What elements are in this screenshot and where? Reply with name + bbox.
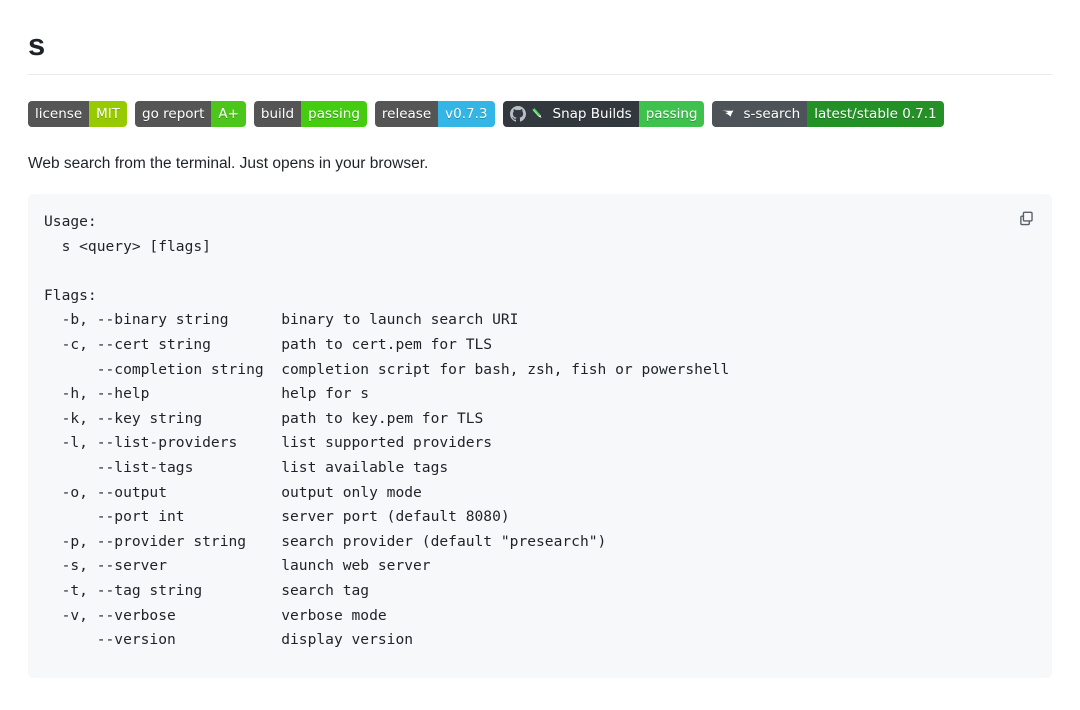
pencil-icon — [530, 106, 545, 121]
copy-button[interactable] — [1012, 204, 1040, 232]
code-block: Usage: s <query> [flags] Flags: -b, --bi… — [28, 194, 1052, 678]
badge-snap-builds-value: passing — [638, 100, 705, 127]
badge-build[interactable]: build passing — [253, 100, 367, 127]
page-title-row: s — [28, 26, 1052, 75]
badge-go-report-value: A+ — [211, 100, 246, 127]
badge-release-label: release — [374, 100, 439, 127]
copy-icon — [1018, 210, 1035, 227]
badge-release-value: v0.7.3 — [438, 100, 495, 127]
badge-snap-builds-label-group: Snap Builds — [502, 100, 639, 127]
page-description: Web search from the terminal. Just opens… — [28, 154, 429, 172]
badge-release[interactable]: release v0.7.3 — [374, 100, 495, 127]
badge-build-value: passing — [301, 100, 367, 127]
badge-license[interactable]: license MIT — [28, 100, 128, 127]
badge-row: license MIT go report A+ build passing r… — [28, 100, 1052, 127]
badge-s-search-label-group: s-search — [712, 100, 808, 127]
badge-license-value: MIT — [89, 100, 128, 127]
github-icon — [509, 105, 526, 122]
readme-page: s license MIT go report A+ build passing… — [28, 26, 1052, 678]
badge-go-report-label: go report — [135, 100, 212, 127]
snapcraft-icon — [719, 106, 735, 122]
page-title: s — [28, 27, 46, 62]
badge-go-report[interactable]: go report A+ — [135, 100, 246, 127]
badge-build-label: build — [253, 100, 302, 127]
badge-s-search-snap[interactable]: s-search latest/stable 0.7.1 — [712, 100, 944, 127]
badge-s-search-value: latest/stable 0.7.1 — [807, 100, 944, 127]
badge-s-search-label: s-search — [743, 105, 801, 122]
badge-snap-builds[interactable]: Snap Builds passing — [502, 100, 705, 127]
badge-snap-builds-label: Snap Builds — [552, 105, 632, 122]
code-content: Usage: s <query> [flags] Flags: -b, --bi… — [44, 213, 730, 649]
badge-license-label: license — [28, 100, 90, 127]
